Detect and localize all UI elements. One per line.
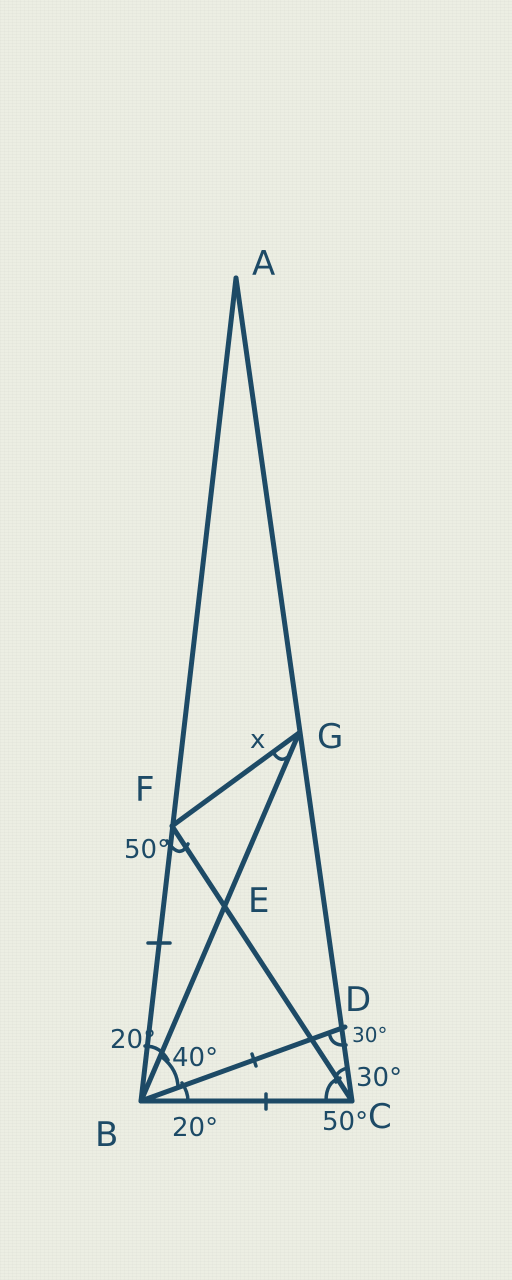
- segment-BG: [138, 730, 302, 1104]
- angle-label-C-upper: 30°: [356, 1063, 402, 1093]
- point-label-E: E: [248, 881, 269, 921]
- segment-FG: [169, 730, 302, 829]
- tick-mark-BD: [250, 1052, 258, 1068]
- angle-arc-D: [328, 1034, 348, 1047]
- point-label-G: G: [317, 717, 343, 757]
- segment-CF: [169, 823, 355, 1104]
- angle-label-B-upper: 20°: [110, 1025, 156, 1055]
- point-label-A: A: [252, 244, 275, 284]
- angle-label-F: 50°: [124, 835, 170, 865]
- angle-label-B-middle: 40°: [172, 1043, 218, 1073]
- angle-label-B-lower: 20°: [172, 1113, 218, 1143]
- segment-AB: [138, 275, 239, 1104]
- angle-arc-C-upper: [333, 1066, 349, 1084]
- point-label-F: F: [135, 770, 155, 810]
- angle-label-x: x: [250, 725, 265, 755]
- angle-label-C-lower: 50°: [322, 1107, 368, 1137]
- point-label-D: D: [345, 980, 371, 1020]
- point-label-C: C: [368, 1097, 392, 1137]
- angle-arc-F: [165, 839, 190, 853]
- point-label-B: B: [95, 1115, 118, 1155]
- angle-arc-C-lower: [324, 1076, 342, 1103]
- angle-arc-B-middle: [160, 1055, 180, 1090]
- angle-arc-B-upper: [143, 1044, 170, 1062]
- segment-AC: [233, 275, 355, 1104]
- angle-arc-G: [271, 750, 291, 761]
- angle-label-D: 30°: [352, 1023, 387, 1047]
- angle-arc-B-lower: [180, 1081, 190, 1103]
